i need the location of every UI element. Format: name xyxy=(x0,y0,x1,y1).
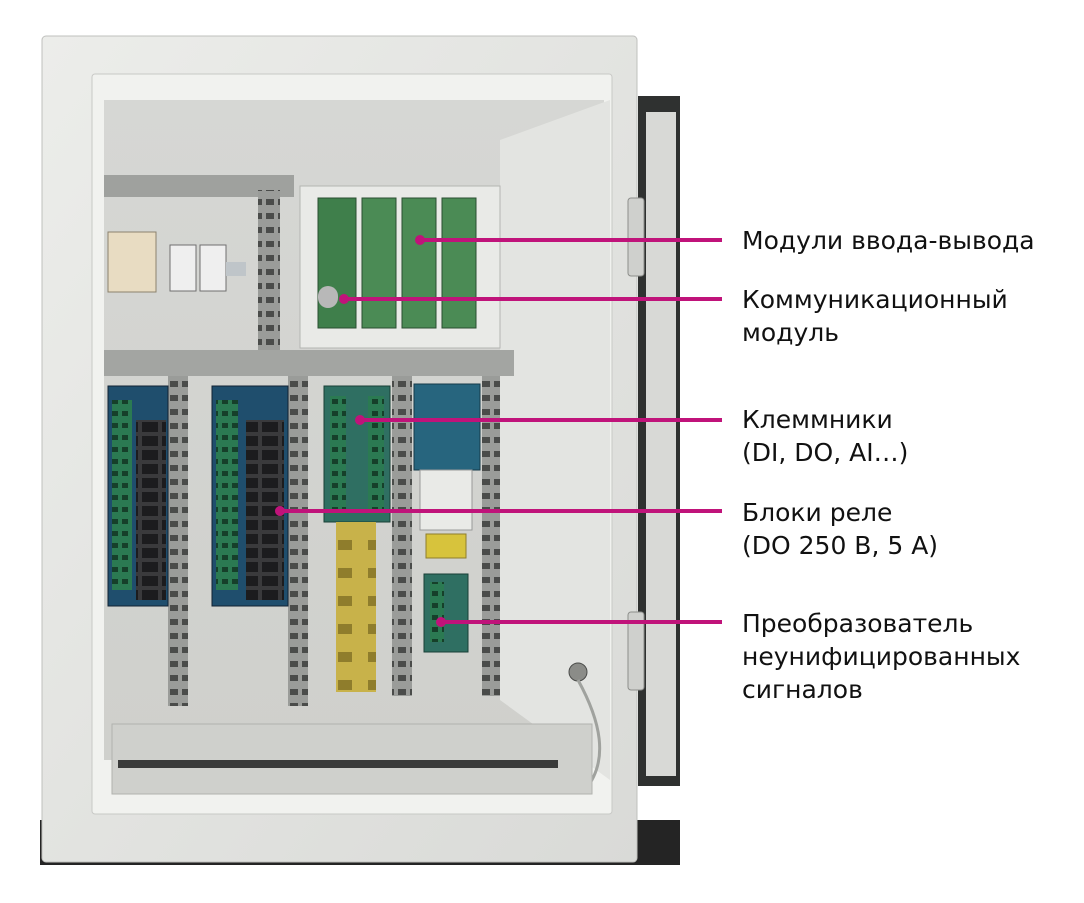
cable-duct-vertical-2 xyxy=(288,376,308,706)
callout-relay-blocks-line-1: Блоки реле xyxy=(742,498,893,527)
callout-terminal-blocks-line-1: Клеммники xyxy=(742,405,893,434)
cable-duct-top-vertical xyxy=(258,190,280,350)
din-rail-top xyxy=(226,262,246,276)
leader-signal-converter-dot xyxy=(436,617,446,627)
cable-duct-vertical-4 xyxy=(482,376,500,696)
callout-io-modules-line-1: Модули ввода-вывода xyxy=(742,226,1035,255)
callout-signal-converter-line-1: Преобразователь xyxy=(742,609,974,638)
io-module-3 xyxy=(441,197,477,329)
breaker-left xyxy=(169,244,197,292)
io-module-2 xyxy=(401,197,437,329)
callout-signal-converter: Преобразователь неунифицированных сигнал… xyxy=(742,607,1020,706)
signal-board-frame xyxy=(419,469,473,531)
bottom-busbar xyxy=(118,760,558,768)
cabinet-door-panel xyxy=(646,112,676,776)
callout-relay-blocks: Блоки реле (DO 250 В, 5 А) xyxy=(742,496,938,562)
cable-duct-vertical-3 xyxy=(392,376,412,696)
power-terminal-block xyxy=(107,231,157,293)
module-connector xyxy=(318,286,338,308)
din-rail-center xyxy=(336,522,376,692)
breaker-right xyxy=(199,244,227,292)
bottom-gland-plate xyxy=(111,723,593,795)
signal-converter-terminals xyxy=(430,582,444,642)
terminal-board-terminals-right xyxy=(368,396,384,514)
cabinet-side-wall xyxy=(500,100,610,780)
callout-terminal-blocks-line-2: (DI, DO, AI…) xyxy=(742,438,909,467)
relay-board-2-terminals xyxy=(216,400,238,590)
callout-io-modules: Модули ввода-вывода xyxy=(742,224,1035,257)
callout-relay-blocks-line-2: (DO 250 В, 5 А) xyxy=(742,531,939,560)
relay-board-1-relays xyxy=(136,420,166,600)
callout-terminal-blocks: Клеммники (DI, DO, AI…) xyxy=(742,403,908,469)
leader-group xyxy=(275,235,722,627)
callout-signal-converter-line-2: неунифицированных xyxy=(742,642,1021,671)
leader-communication-module-dot xyxy=(339,294,349,304)
yellow-terminals xyxy=(425,533,467,559)
cable-duct-vertical-1 xyxy=(168,376,188,706)
callout-communication-module: Коммуникационный модуль xyxy=(742,283,1008,349)
cable-duct-middle xyxy=(104,350,514,376)
callout-communication-module-line-2: модуль xyxy=(742,318,839,347)
io-module-1 xyxy=(361,197,397,329)
door-hinge-bottom xyxy=(627,611,645,691)
callout-signal-converter-line-3: сигналов xyxy=(742,675,863,704)
relay-board-1-terminals xyxy=(112,400,132,590)
door-hinge-top xyxy=(627,197,645,277)
leader-relay-blocks-dot xyxy=(275,506,285,516)
leader-io-modules-dot xyxy=(415,235,425,245)
cable-duct-top xyxy=(104,175,294,197)
callout-communication-module-line-1: Коммуникационный xyxy=(742,285,1008,314)
terminal-board-terminals-left xyxy=(330,396,346,514)
leader-terminal-blocks-dot xyxy=(355,415,365,425)
